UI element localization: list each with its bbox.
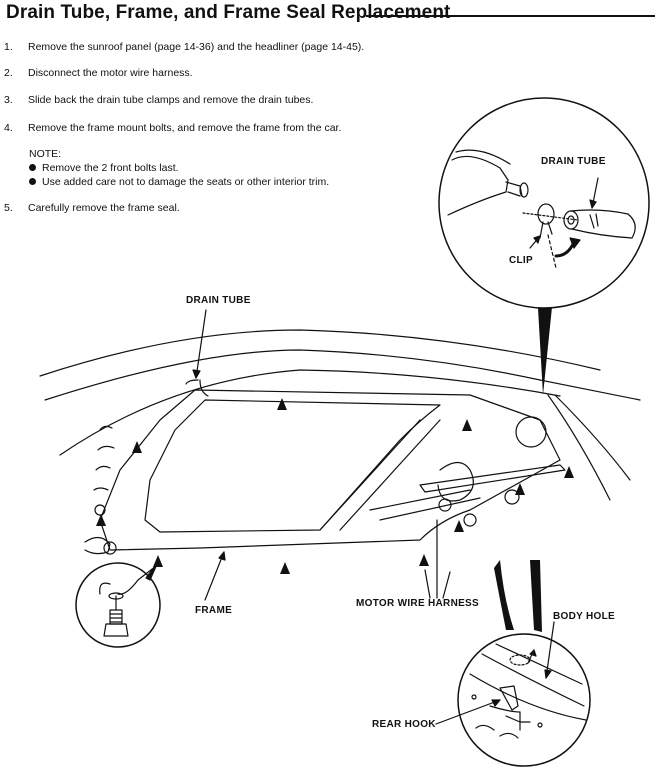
label-clip: CLIP	[509, 255, 533, 266]
note-heading: NOTE:	[29, 148, 62, 160]
note-item: Remove the 2 front bolts last.	[29, 162, 179, 174]
step-number: 5.	[4, 202, 13, 214]
note-item-text: Use added care not to damage the seats o…	[42, 176, 330, 188]
bolt-detail-inset	[75, 561, 161, 648]
label-drain-tube-detail: DRAIN TUBE	[541, 156, 606, 167]
step-3: 3. Slide back the drain tube clamps and r…	[4, 94, 313, 106]
step-text: Disconnect the motor wire harness.	[28, 67, 193, 79]
step-text: Remove the sunroof panel (page 14-36) an…	[28, 41, 365, 53]
step-number: 3.	[4, 94, 13, 106]
bullet-icon	[29, 164, 36, 171]
step-5: 5. Carefully remove the frame seal.	[4, 202, 180, 214]
step-number: 1.	[4, 41, 13, 53]
step-number: 2.	[4, 67, 13, 79]
note-item: Use added care not to damage the seats o…	[29, 176, 329, 188]
step-text: Slide back the drain tube clamps and rem…	[28, 94, 314, 106]
step-2: 2. Disconnect the motor wire harness.	[4, 67, 193, 79]
harness-leaders	[424, 519, 451, 599]
label-body-hole: BODY HOLE	[553, 611, 615, 622]
sunroof-frame	[84, 379, 566, 555]
note-item-text: Remove the 2 front bolts last.	[42, 162, 179, 174]
label-rear-hook: REAR HOOK	[372, 719, 436, 730]
step-text: Remove the frame mount bolts, and remove…	[28, 122, 342, 134]
bullet-icon	[29, 178, 36, 185]
label-drain-tube-main: DRAIN TUBE	[186, 295, 251, 306]
page-title: Drain Tube, Frame, and Frame Seal Replac…	[6, 2, 451, 23]
title-rule	[366, 15, 655, 17]
step-number: 4.	[4, 122, 13, 134]
roof-outline	[39, 329, 641, 501]
bolt-markers	[96, 398, 574, 574]
step-1: 1. Remove the sunroof panel (page 14-36) …	[4, 41, 364, 53]
label-motor-wire-harness: MOTOR WIRE HARNESS	[356, 598, 479, 609]
step-4: 4. Remove the frame mount bolts, and remo…	[4, 122, 341, 134]
drain-tube-detail-inset	[438, 97, 650, 395]
step-text: Carefully remove the frame seal.	[28, 202, 180, 214]
frame-leader	[204, 551, 225, 601]
rear-hook-detail-inset	[435, 560, 591, 767]
drain-tube-leader	[195, 309, 207, 379]
label-frame: FRAME	[195, 605, 233, 616]
